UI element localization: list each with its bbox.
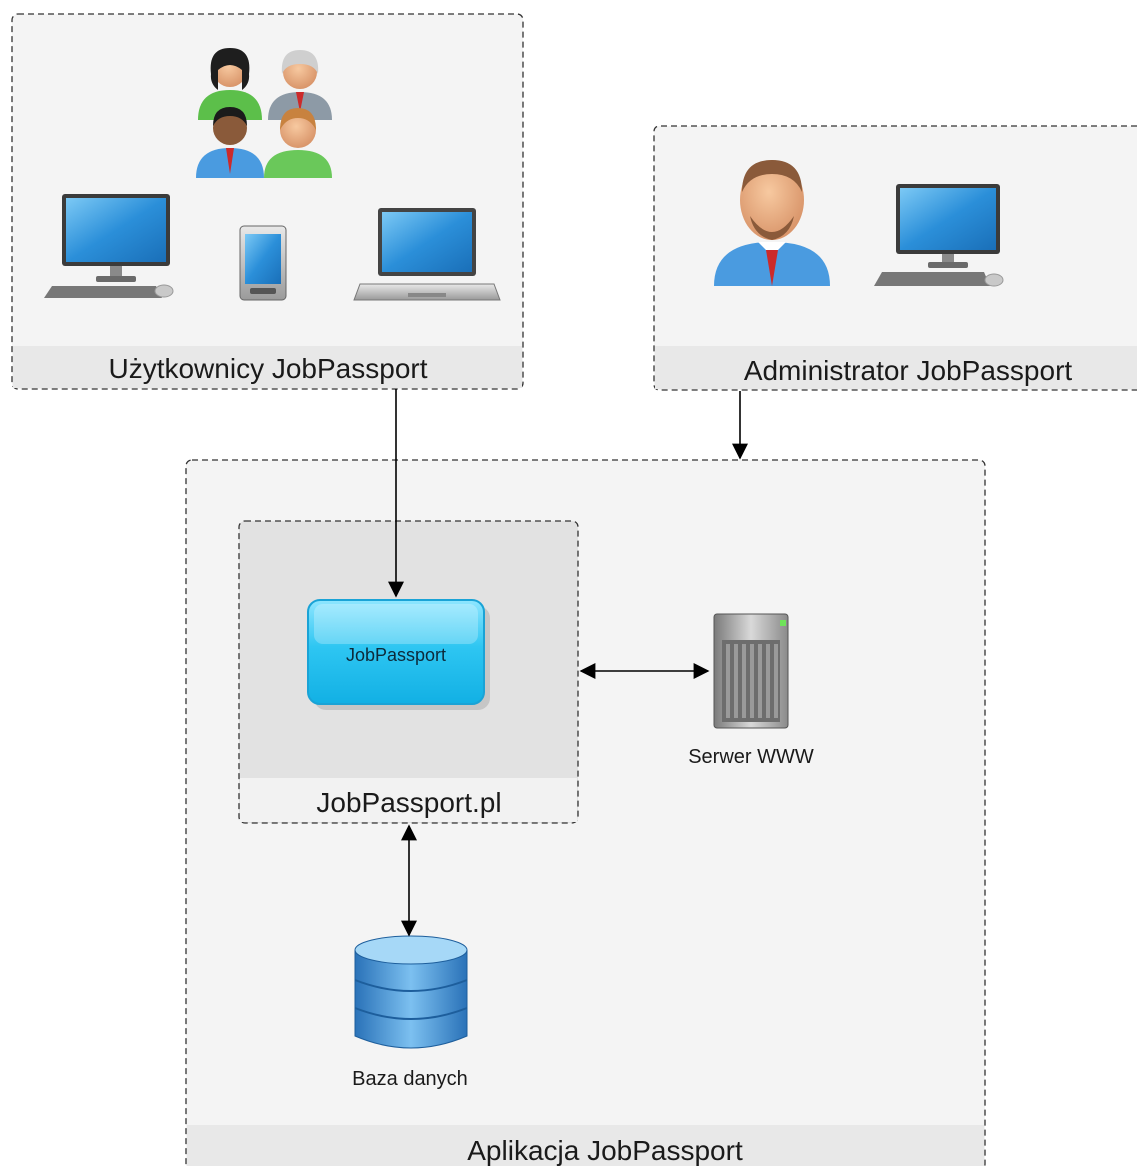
admin-group-label: Administrator JobPassport <box>744 355 1073 386</box>
mobile-device-icon <box>239 225 287 301</box>
admin-person-icon <box>714 160 830 286</box>
users-group-label: Użytkownicy JobPassport <box>108 353 427 384</box>
laptop-icon <box>353 208 501 301</box>
database-label: Baza danych <box>352 1068 468 1090</box>
web-server-icon <box>713 613 789 729</box>
site-group-label: JobPassport.pl <box>316 787 501 818</box>
web-server-label: Serwer WWW <box>688 746 814 768</box>
admin-desktop-icon <box>874 184 1004 287</box>
jobpassport-app-label: JobPassport <box>346 645 446 665</box>
users-people-icon <box>196 48 332 178</box>
database-icon <box>354 935 468 1049</box>
desktop-computer-icon <box>44 194 174 298</box>
jobpassport-app-node: JobPassport <box>307 599 490 710</box>
app-group-label: Aplikacja JobPassport <box>467 1135 743 1166</box>
